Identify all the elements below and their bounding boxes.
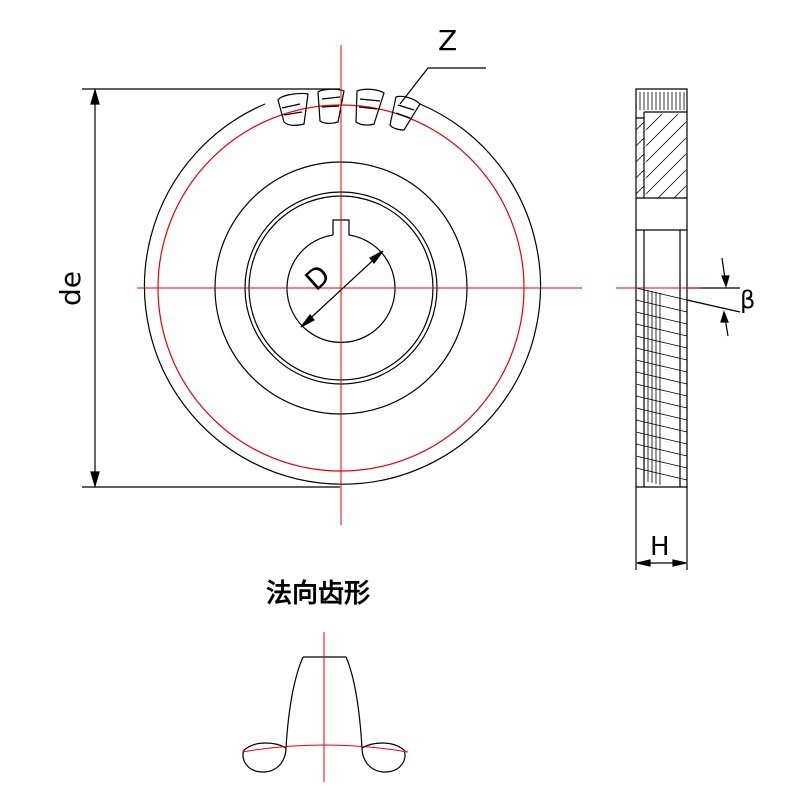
label-de: de — [54, 271, 87, 306]
side-view — [635, 88, 741, 570]
beta-arrow-upper — [721, 257, 730, 288]
label-d: D — [299, 258, 337, 297]
outer-circle — [143, 103, 542, 485]
beta-arrow-lower — [720, 310, 729, 337]
beta-line-inclined — [686, 299, 741, 313]
label-z: Z — [438, 24, 457, 57]
de-arrow-top — [90, 87, 100, 105]
teeth — [277, 88, 421, 131]
normal-profile-title: 法向齿形 — [266, 578, 370, 609]
label-h: H — [650, 532, 670, 562]
h-arrow-left — [636, 559, 651, 567]
side-helical-teeth — [635, 287, 688, 485]
side-lower-inner — [643, 230, 681, 487]
d-arrow-lower — [300, 314, 315, 328]
profile-pitch-line — [241, 744, 409, 753]
side-lower-outline — [635, 230, 688, 488]
h-arrow-right — [672, 559, 687, 567]
d-dimension-line — [301, 251, 383, 327]
normal-profile-centerlines — [241, 632, 409, 782]
front-centerlines — [137, 45, 582, 525]
bore-with-keyway — [286, 219, 396, 343]
tooth-outline — [242, 656, 406, 773]
side-upper-step — [636, 111, 687, 199]
z-leader — [399, 67, 486, 105]
label-beta: β — [740, 286, 755, 314]
normal-tooth-profile — [242, 656, 406, 773]
side-section-hatch — [635, 113, 687, 199]
de-arrow-bottom — [90, 471, 100, 489]
d-arrow-upper — [369, 250, 384, 264]
side-top-teeth-hatch — [639, 92, 685, 110]
